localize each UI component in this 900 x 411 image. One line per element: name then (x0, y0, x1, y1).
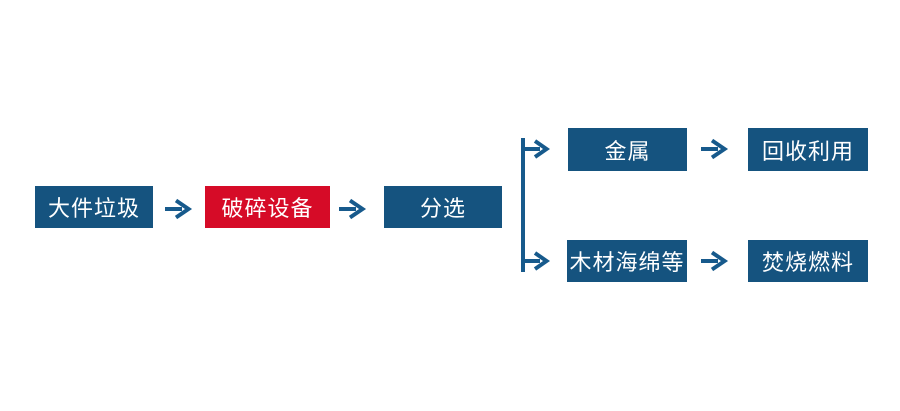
node-sorting: 分选 (384, 186, 502, 228)
arrow-right-icon (339, 198, 367, 220)
node-incineration-fuel: 焚烧燃料 (748, 240, 868, 282)
branch-bracket-arrows-icon (521, 138, 551, 272)
arrow-right-icon (701, 250, 729, 272)
node-recycling: 回收利用 (748, 128, 868, 171)
node-wood-sponge: 木材海绵等 (567, 240, 687, 282)
arrow-right-icon (165, 198, 193, 220)
node-metal: 金属 (568, 128, 687, 171)
node-bulky-waste: 大件垃圾 (35, 186, 153, 228)
node-crushing-equipment: 破碎设备 (205, 186, 330, 228)
arrow-right-icon (701, 138, 729, 160)
